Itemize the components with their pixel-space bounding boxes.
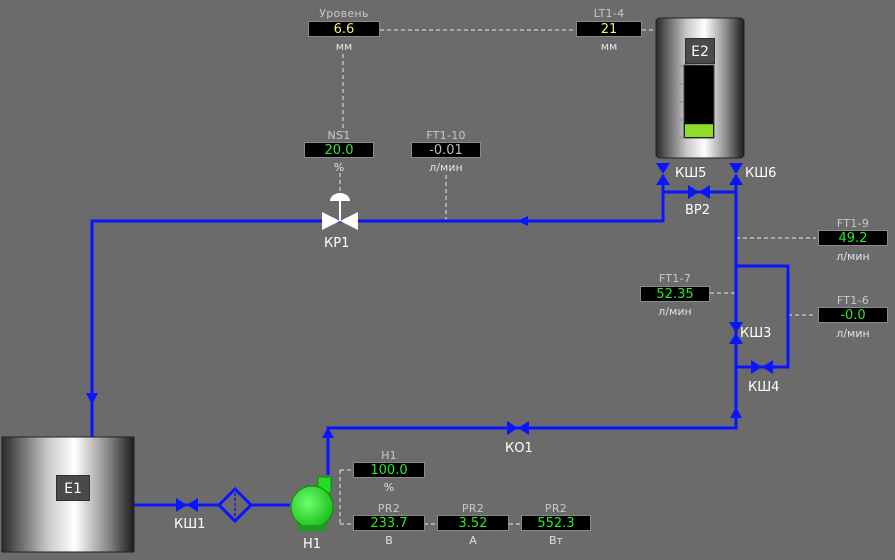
pr2-current-unit: А: [469, 534, 477, 547]
flow-arrows: [86, 216, 742, 438]
ns1-unit: %: [333, 161, 345, 174]
flow-arrow-up: [730, 407, 742, 418]
pump-h1-label: Н1: [303, 537, 322, 552]
valve-ksh5-label: КШ5: [675, 166, 707, 181]
control-valve-kr1[interactable]: [322, 193, 358, 230]
ft1-7-unit: л/мин: [658, 305, 692, 318]
ns1-value[interactable]: 20.0: [304, 142, 374, 158]
ft1-7-tag: FT1-7: [658, 272, 692, 285]
ft1-7-value: 52.35: [640, 286, 710, 302]
valve-kr1-label: КР1: [324, 236, 350, 251]
tank-e2[interactable]: [655, 17, 745, 159]
ft1-6-tag: FT1-6: [836, 294, 870, 307]
tank-e2-level-fill: [685, 124, 713, 137]
ft1-6-unit: л/мин: [836, 327, 870, 340]
tank-e1-label: Е1: [56, 475, 90, 501]
pr2-power-value: 552.3: [521, 515, 591, 531]
tank-e2-label: Е2: [685, 38, 715, 64]
pr2-power-tag: PR2: [544, 502, 568, 515]
valve-ksh6-label: КШ6: [745, 166, 777, 181]
valve-ksh3-label: КШ3: [740, 326, 772, 341]
uroven-tag: Уровень: [319, 7, 369, 20]
pr2-current-tag: PR2: [461, 502, 485, 515]
valve-ksh4[interactable]: [751, 360, 773, 374]
pump-h1[interactable]: [290, 476, 334, 531]
lt1-4-tag: LT1-4: [593, 7, 625, 20]
lt1-4-unit: мм: [600, 40, 618, 53]
flow-arrow-left: [517, 216, 528, 226]
valve-ksh1-label: КШ1: [174, 517, 206, 532]
tank-e2-gauge-ticks: [679, 65, 684, 138]
flow-arrow-down: [86, 393, 98, 405]
ft1-9-value: 49.2: [818, 230, 888, 246]
pr2-voltage-tag: PR2: [377, 502, 401, 515]
h1-tag: H1: [381, 449, 397, 462]
ft1-9-unit: л/мин: [836, 250, 870, 263]
ft1-10-tag: FT1-10: [426, 129, 466, 142]
valve-ksh3[interactable]: [729, 322, 743, 344]
valve-ksh4-label: КШ4: [748, 380, 780, 395]
instrument-leader-lines: [339, 29, 816, 525]
uroven-value: 6.6: [308, 21, 380, 37]
pr2-current-value: 3.52: [437, 515, 509, 531]
valve-ksh1[interactable]: [176, 498, 198, 512]
lt1-4-value: 21: [576, 21, 642, 37]
pr2-voltage-value: 233.7: [353, 515, 425, 531]
ft1-10-value: -0.01: [411, 142, 481, 158]
filter[interactable]: [216, 486, 254, 524]
pr2-voltage-unit: В: [385, 534, 393, 547]
ft1-10-unit: л/мин: [429, 161, 463, 174]
h1-value[interactable]: 100.0: [353, 462, 425, 478]
ns1-tag: NS1: [327, 129, 351, 142]
pr2-power-unit: Вт: [549, 534, 563, 547]
h1-unit: %: [383, 481, 395, 494]
valve-ksh5[interactable]: [656, 163, 670, 185]
valve-vr2[interactable]: [688, 185, 710, 199]
pipework: [90, 175, 790, 507]
ft1-6-value: -0.0: [818, 307, 888, 323]
valve-ksh6[interactable]: [729, 163, 743, 185]
valve-vr2-label: ВР2: [685, 203, 711, 218]
uroven-unit: мм: [335, 40, 353, 53]
valve-ko1-label: КО1: [505, 441, 533, 456]
ft1-9-tag: FT1-9: [836, 217, 870, 230]
valve-ko1[interactable]: [507, 421, 529, 435]
flow-arrow-up-pump: [322, 427, 334, 438]
